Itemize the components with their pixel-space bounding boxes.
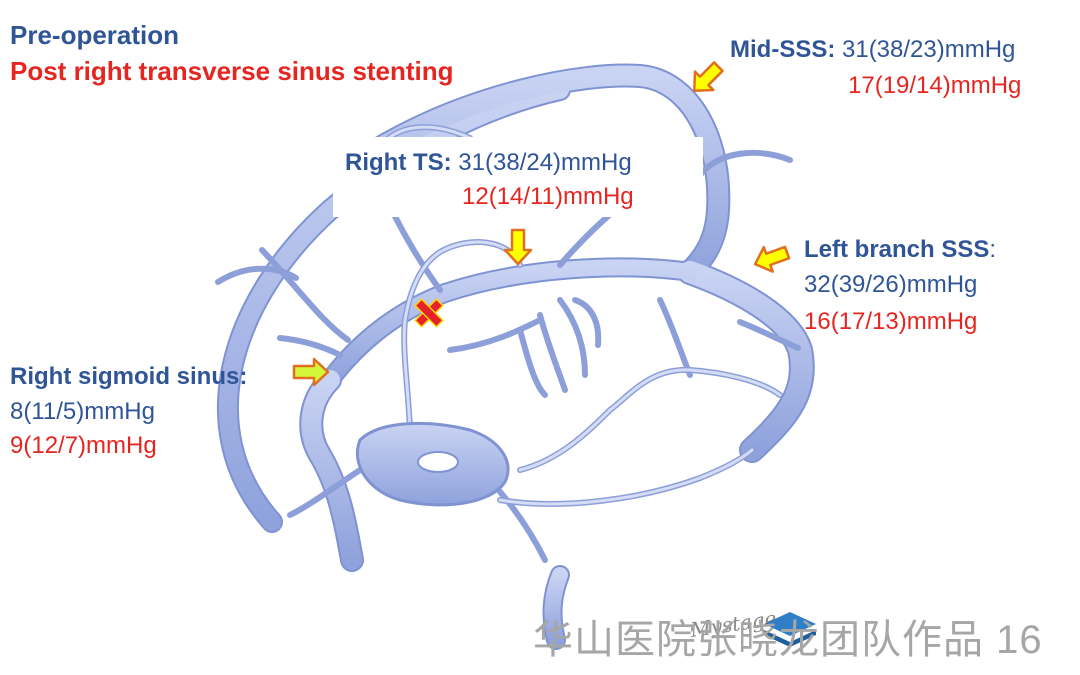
block-arrow-icon <box>292 357 330 387</box>
right-ts-pre-value: 31(38/24)mmHg <box>451 149 632 176</box>
branch-vein <box>277 335 343 358</box>
mid-sss-pre-value: 31(38/23)mmHg <box>835 36 1016 63</box>
stacked-layers-icon <box>764 612 816 647</box>
branch-vein <box>517 327 548 398</box>
branch-vein <box>447 317 543 353</box>
left-branch-sss-name: Left branch SSS <box>804 236 990 263</box>
left-branch-sss-separator: : <box>989 236 997 263</box>
branch-vein <box>557 297 588 378</box>
branch-vein <box>259 247 351 343</box>
branch-vein <box>572 297 602 348</box>
post-operation-legend: Post right transverse sinus stenting <box>10 56 454 86</box>
page-number: 16 <box>996 618 1043 662</box>
branch-vein <box>497 447 755 507</box>
confluence-hole <box>417 451 459 473</box>
right-sigmoid-sinus-name: Right sigmoid sinus: <box>10 363 248 390</box>
branch-vein <box>215 265 299 285</box>
mid-sss-name: Mid-SSS: <box>730 36 836 63</box>
right-ts-name: Right TS: <box>345 149 452 176</box>
cross-marker-icon <box>414 298 444 328</box>
credit-text: 华山医院张晓龙团队作品 <box>533 618 984 662</box>
branch-vein <box>697 149 793 178</box>
block-arrow-icon <box>503 61 791 273</box>
right-sigmoid-sinus-post-value: 9(12/7)mmHg <box>10 432 157 459</box>
mid-sss-post-value: 17(19/14)mmHg <box>848 72 1022 99</box>
branch-vein <box>657 297 693 378</box>
left-branch-sss-post-value: 16(17/13)mmHg <box>804 308 978 335</box>
right-ts-label: Right TS: 31(38/24)mmHg <box>345 151 632 175</box>
branch-vein <box>287 467 363 518</box>
footer-credit: 华山医院张晓龙团队作品 16 <box>533 620 1043 660</box>
branch-vein <box>537 312 568 393</box>
vessel-network <box>215 63 815 650</box>
pre-operation-legend: Pre-operation <box>10 20 180 50</box>
right-ts-label-box <box>333 137 703 217</box>
mid-sss-label: Mid-SSS: 31(38/23)mmHg <box>730 38 1015 62</box>
right-ts-post-value: 12(14/11)mmHg <box>462 183 634 210</box>
branch-vein <box>737 319 801 351</box>
left-branch-sss-pre-value: 32(39/26)mmHg <box>804 271 978 298</box>
left-branch-sss-label: Left branch SSS: <box>804 238 996 262</box>
right-sigmoid-sinus-pre-value: 8(11/5)mmHg <box>10 398 155 425</box>
